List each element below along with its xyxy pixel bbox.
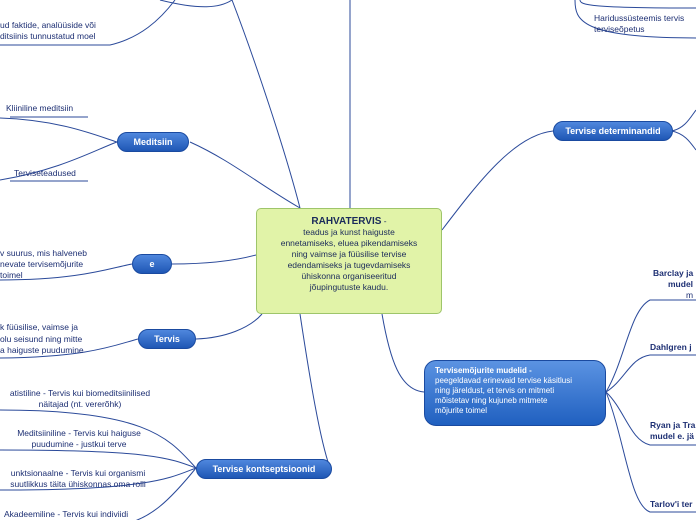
node-e[interactable]: e bbox=[132, 254, 172, 274]
node-tervise-kontseptsioonid[interactable]: Tervise kontseptsioonid bbox=[196, 459, 332, 479]
top-left-fragment-line1: ud faktide, analüüside või bbox=[0, 20, 96, 30]
central-topic-rahvatervis[interactable]: RAHVATERVIS - teadus ja kunst haiguste e… bbox=[256, 208, 442, 314]
mudel-barclay-line3: m bbox=[686, 290, 694, 300]
tervis-child-line1: k füüsilise, vaimse ja bbox=[0, 322, 78, 332]
connector-determinandid-2 bbox=[671, 130, 696, 151]
kontseptsioon-2-line1: Meditsiiniline - Tervis kui haiguse bbox=[17, 428, 141, 438]
mudel-barclay-line1[interactable]: Barclay ja bbox=[653, 268, 694, 278]
mudel-tarlov[interactable]: Tarlov'i ter bbox=[650, 499, 693, 509]
mudel-barclay-line2: mudel bbox=[668, 279, 694, 289]
connector-center-tervis bbox=[195, 313, 263, 340]
kontseptsioon-3-line2: suutlikkus täita ühiskonnas oma rolli bbox=[10, 479, 146, 489]
connector-kontseptsioonid-4 bbox=[136, 467, 197, 520]
mudelid-title: Tervisemõjurite mudelid - bbox=[435, 366, 532, 375]
central-topic-line5: ühiskonna organiseeritud bbox=[301, 271, 397, 281]
mudel-ryan-line2: mudel e. jä bbox=[650, 431, 694, 441]
connector-top-left bbox=[159, 0, 233, 8]
e-child-line1: v suurus, mis halveneb bbox=[0, 248, 87, 258]
connector-center-kontseptsioonid bbox=[299, 313, 331, 469]
meditsiin-child-terviseteadused[interactable]: Terviseteadused bbox=[14, 168, 76, 178]
connector-mudelid-4 bbox=[605, 391, 696, 513]
connector-mudelid-2 bbox=[605, 354, 696, 393]
node-tervisemojurite-mudelid[interactable]: Tervisemõjurite mudelid - peegeldavad er… bbox=[424, 360, 606, 426]
connector-center-mudelid bbox=[381, 313, 425, 393]
tervis-child-line3: a haiguste puudumine bbox=[0, 345, 84, 355]
central-topic-line6: jõupingutuste kaudu. bbox=[309, 282, 389, 292]
mudelid-line1: peegeldavad erinevaid tervise käsitlusi bbox=[435, 376, 572, 385]
e-child-line2: nevate tervisemõjurite bbox=[0, 259, 84, 269]
central-topic-title: RAHVATERVIS bbox=[311, 216, 382, 227]
connector-e bbox=[0, 263, 133, 281]
connector-top-right bbox=[579, 0, 696, 9]
mudelid-line2: ning järeldust, et tervis on mitmeti bbox=[435, 386, 555, 395]
node-tervise-determinandid[interactable]: Tervise determinandid bbox=[553, 121, 673, 141]
central-topic-line4: edendamiseks ja tugevdamiseks bbox=[287, 260, 411, 270]
connector-meditsiin-2 bbox=[0, 141, 118, 182]
kontseptsioon-1-line2: näitajad (nt. vererõhk) bbox=[38, 399, 122, 409]
connector-kontseptsioonid-1 bbox=[0, 409, 197, 469]
meditsiin-child-kliiniline[interactable]: Kliiniline meditsiin bbox=[6, 103, 74, 113]
top-right-fragment-line2: terviseõpetus bbox=[594, 24, 645, 34]
tervis-child-line2: olu seisund ning mitte bbox=[0, 334, 83, 344]
connector-mudelid-3 bbox=[605, 391, 696, 446]
kontseptsioon-2-line2: puudumine - justkui terve bbox=[31, 439, 127, 449]
kontseptsioon-3-line1: unktsionaalne - Tervis kui organismi bbox=[10, 468, 146, 478]
connector-center-e bbox=[171, 254, 257, 265]
connector-top-left-branch bbox=[0, 0, 176, 46]
node-tervis[interactable]: Tervis bbox=[138, 329, 196, 349]
mudel-dahlgren[interactable]: Dahlgren j bbox=[650, 342, 692, 352]
central-topic-title-suffix: - bbox=[381, 216, 387, 226]
mudelid-line4: mõjurite toimel bbox=[435, 406, 488, 415]
connector-center-meditsiin bbox=[189, 141, 301, 209]
connector-center-determinandid bbox=[441, 130, 554, 231]
connector-center-top-left bbox=[231, 0, 301, 209]
node-meditsiin[interactable]: Meditsiin bbox=[117, 132, 189, 152]
e-child-line3: toimel bbox=[0, 270, 23, 280]
central-topic-line3: ning vaimse ja füüsilise tervise bbox=[291, 249, 407, 259]
connector-top-right-2 bbox=[574, 0, 696, 39]
connector-meditsiin-1 bbox=[0, 116, 118, 143]
mudelid-line3: mõistetav ning kujuneb mitmete bbox=[435, 396, 548, 405]
connector-tervis bbox=[0, 338, 139, 359]
central-topic-line2: ennetamiseks, eluea pikendamiseks bbox=[280, 238, 418, 248]
mudel-ryan-line1[interactable]: Ryan ja Tra bbox=[650, 420, 696, 430]
connector-kontseptsioonid-3 bbox=[0, 467, 197, 491]
connector-determinandid-1 bbox=[671, 109, 696, 132]
kontseptsioon-4-line1: Akadeemiline - Tervis kui indiviidi bbox=[4, 509, 129, 519]
top-right-fragment-line1: Haridussüsteemis tervis bbox=[594, 13, 685, 23]
kontseptsioon-1-line1: atistiline - Tervis kui biomeditsiinilis… bbox=[9, 388, 151, 398]
connector-kontseptsioonid-2 bbox=[0, 449, 197, 469]
central-topic-line1: teadus ja kunst haiguste bbox=[303, 227, 395, 237]
top-left-fragment-line2: ditsiinis tunnustatud moel bbox=[0, 31, 96, 41]
connector-mudelid-1 bbox=[605, 299, 696, 393]
